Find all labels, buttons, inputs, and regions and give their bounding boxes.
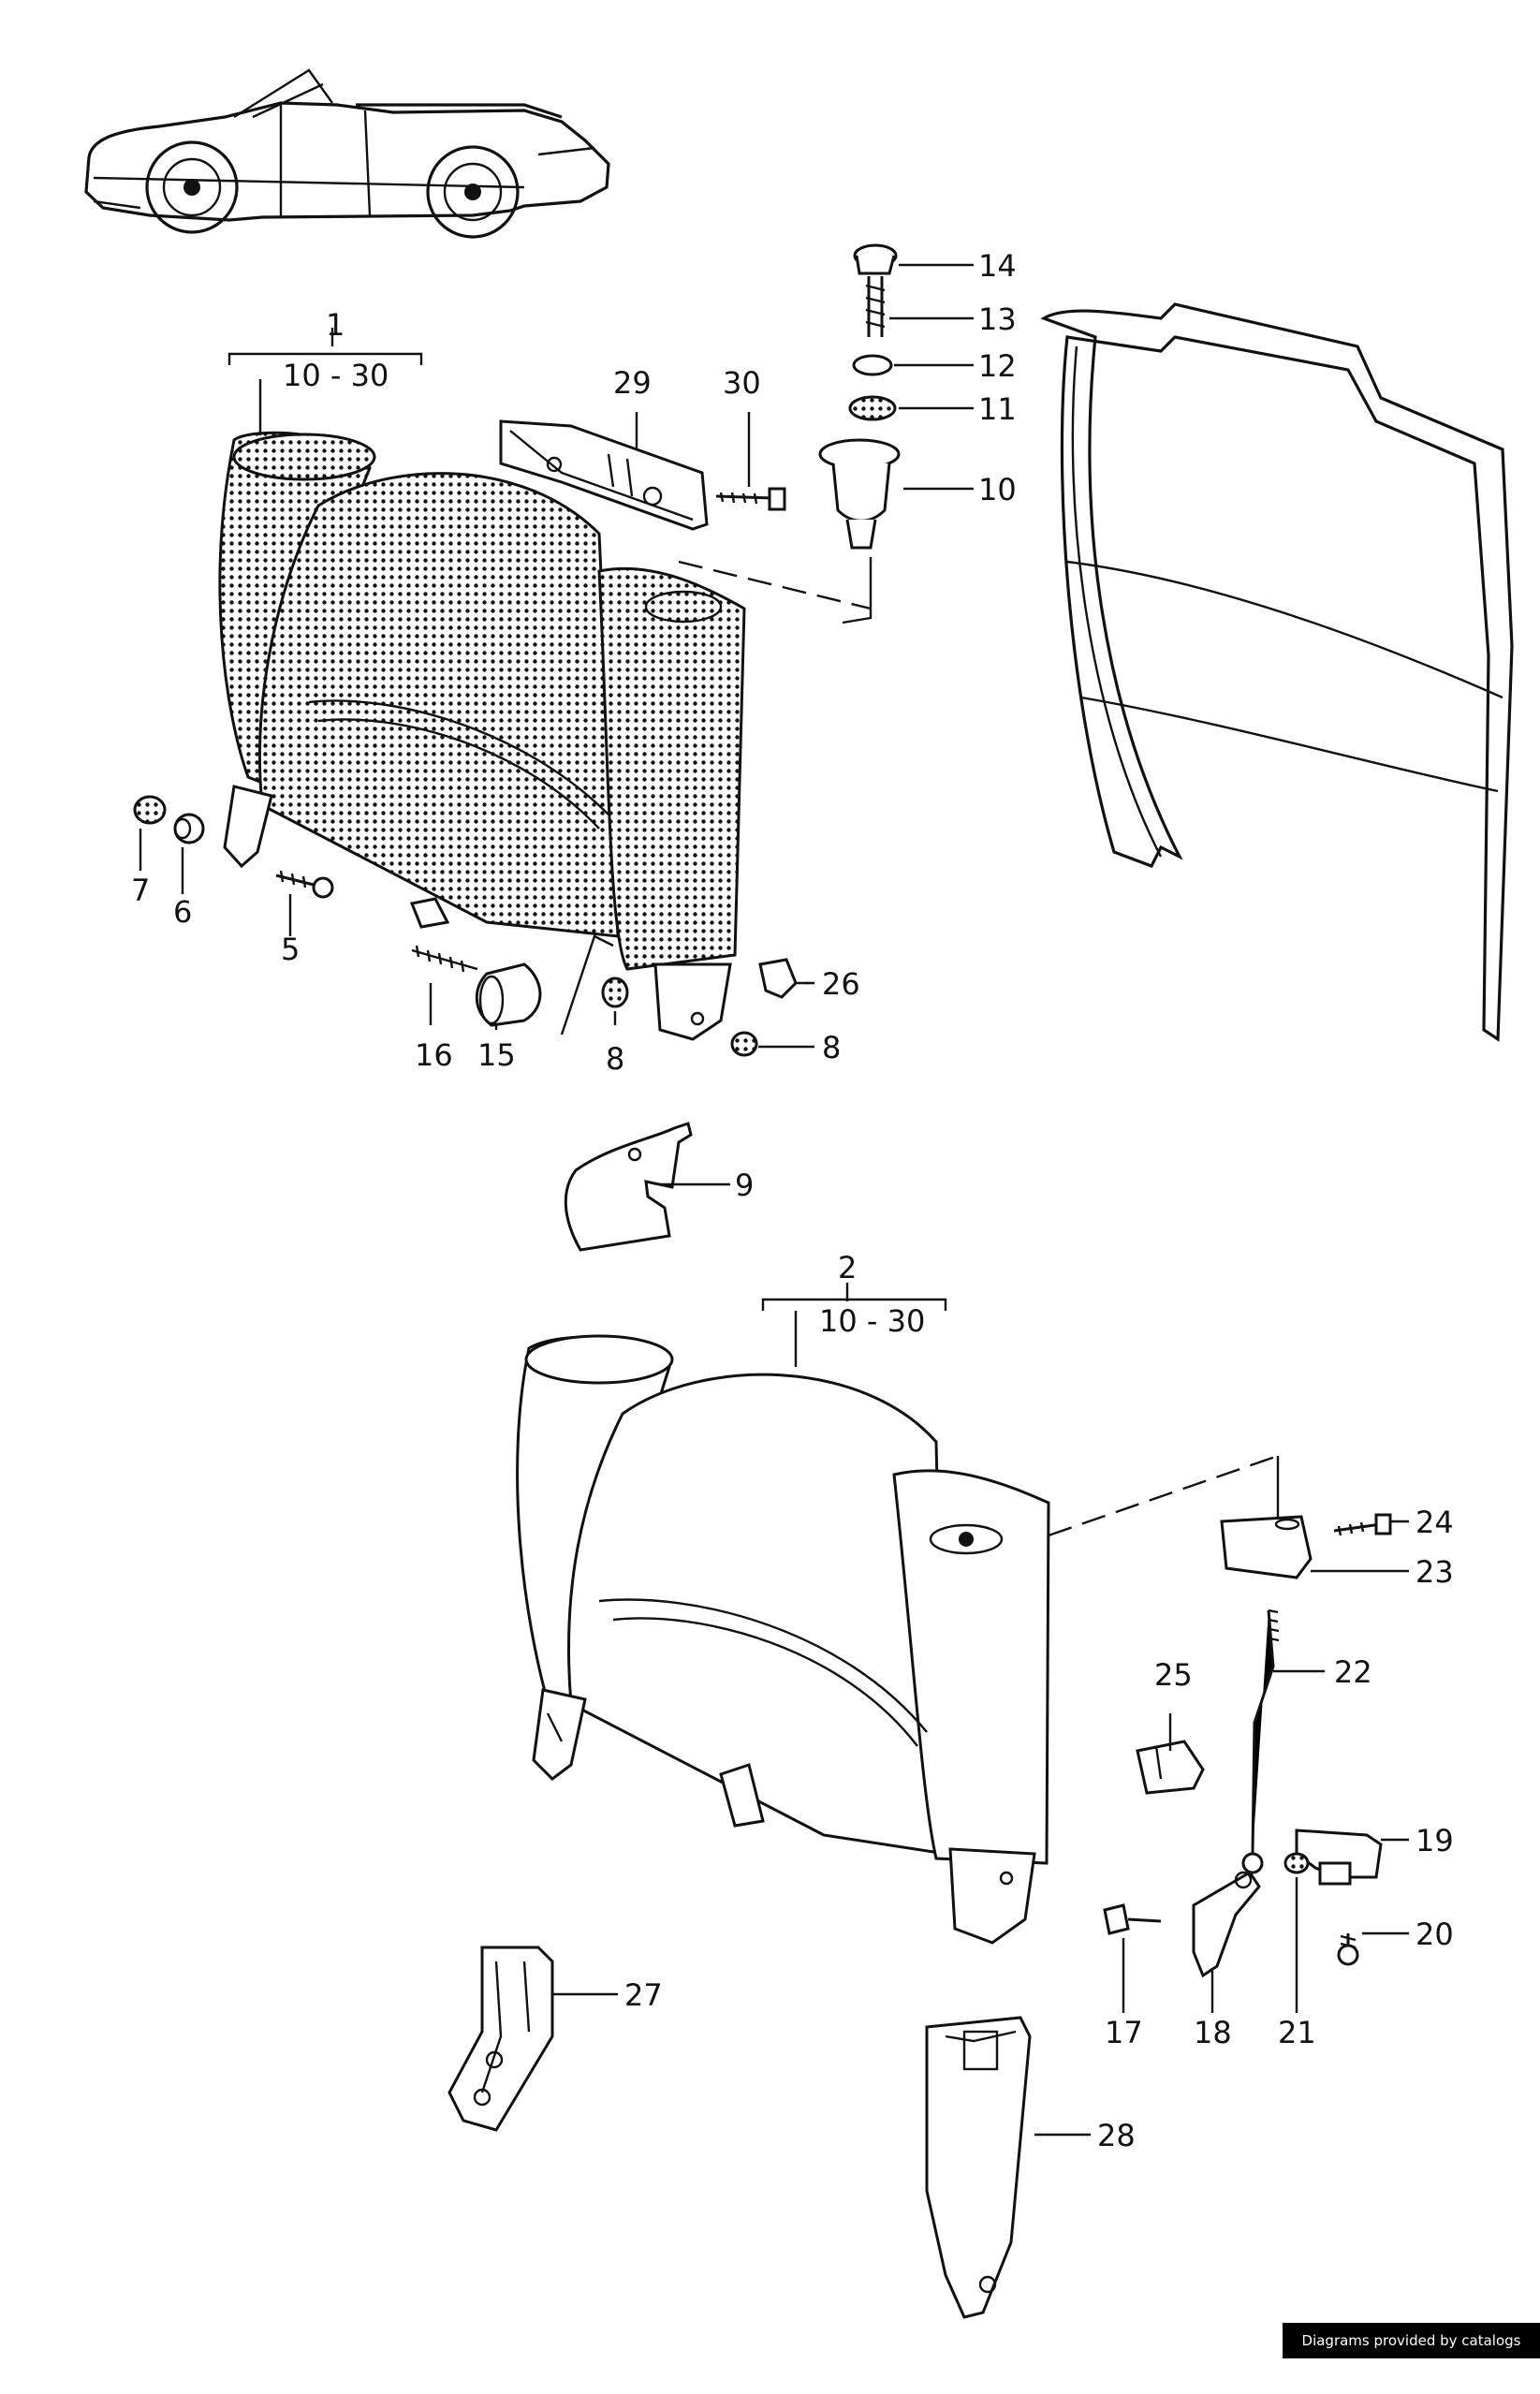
callout-26: 26 — [822, 966, 860, 1002]
callout-14: 14 — [978, 248, 1017, 284]
callout-17: 17 — [1105, 2015, 1143, 2050]
screw-30 — [715, 487, 786, 511]
callout-30: 30 — [723, 365, 761, 401]
callout-21: 21 — [1278, 2015, 1316, 2050]
callout-27: 27 — [624, 1977, 663, 2013]
callout-24: 24 — [1415, 1505, 1454, 1540]
callout-labels: 1 10 - 30 29 30 14 13 12 11 10 7 6 5 16 … — [131, 248, 1454, 2153]
upper-backrest — [218, 431, 746, 1041]
range-1: 10 - 30 — [283, 358, 389, 393]
callout-16: 16 — [415, 1037, 453, 1073]
callout-6: 6 — [173, 894, 192, 930]
callout-29: 29 — [613, 365, 652, 401]
callout-18: 18 — [1194, 2015, 1232, 2050]
bracket-27 — [447, 1946, 554, 2132]
callout-19: 19 — [1415, 1823, 1454, 1858]
callout-20: 20 — [1415, 1917, 1454, 1952]
callout-22: 22 — [1334, 1654, 1372, 1690]
callout-11: 11 — [978, 391, 1017, 427]
range-2: 10 - 30 — [819, 1303, 925, 1339]
callout-25: 25 — [1154, 1657, 1193, 1693]
credit-banner: Diagrams provided by catalogs parts — [1283, 2323, 1540, 2385]
bracket-28 — [925, 2016, 1032, 2319]
lower-backrest — [516, 1334, 1050, 1945]
callout-8a: 8 — [606, 1041, 624, 1077]
latch-assembly — [1103, 1513, 1392, 1978]
callout-8b: 8 — [822, 1030, 841, 1065]
leader-lines — [139, 263, 1409, 2137]
cover-9 — [564, 1122, 693, 1252]
group-bracket-2 — [761, 1283, 947, 1367]
callout-12: 12 — [978, 348, 1017, 384]
hinge-bracket — [499, 419, 709, 531]
callout-9: 9 — [735, 1168, 754, 1203]
callout-1: 1 — [326, 307, 345, 343]
knob-assembly — [818, 243, 901, 550]
car-illustration — [84, 68, 610, 239]
callout-15: 15 — [477, 1037, 516, 1073]
callout-2: 2 — [838, 1250, 857, 1285]
seat-back-shell — [1040, 302, 1514, 1042]
group-bracket-1 — [227, 328, 423, 435]
callout-28: 28 — [1097, 2118, 1136, 2153]
callout-23: 23 — [1415, 1554, 1454, 1590]
callout-5: 5 — [281, 932, 300, 967]
callout-7: 7 — [131, 873, 150, 908]
small-parts-upper — [133, 795, 798, 1057]
callout-13: 13 — [978, 301, 1017, 337]
callout-10: 10 — [978, 472, 1017, 507]
